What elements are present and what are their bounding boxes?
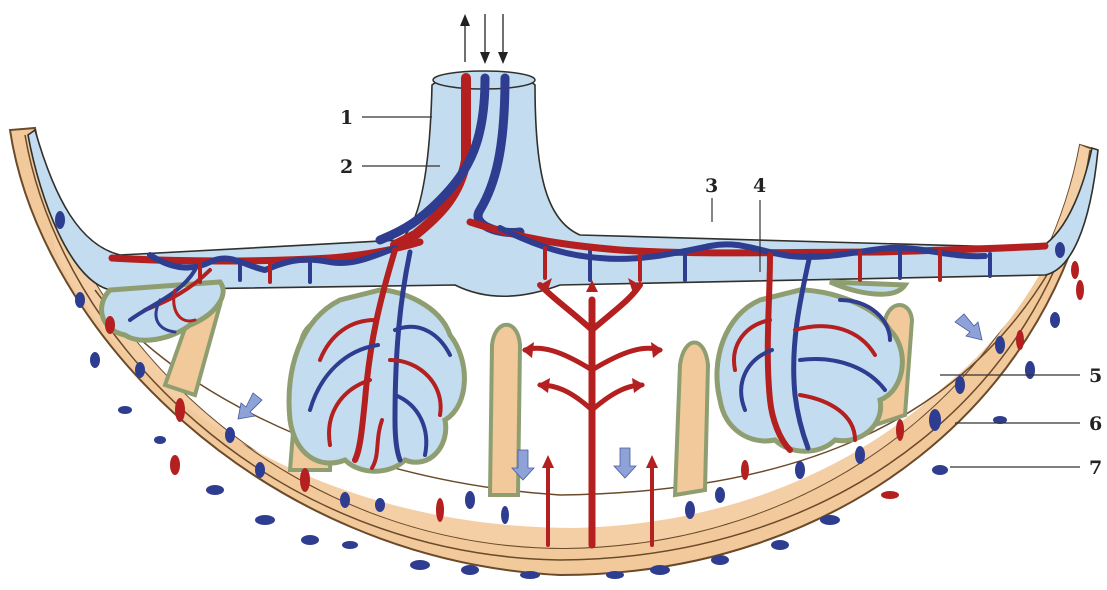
label-7: 7 xyxy=(1089,457,1102,479)
label-6: 6 xyxy=(1089,413,1102,435)
label-2: 2 xyxy=(340,156,353,178)
umbilical-flow-arrows xyxy=(460,14,508,64)
label-4: 4 xyxy=(753,175,766,197)
label-3: 3 xyxy=(705,175,718,197)
placental-septum-center-right xyxy=(675,343,708,496)
label-1: 1 xyxy=(340,107,353,129)
label-5: 5 xyxy=(1089,365,1102,387)
